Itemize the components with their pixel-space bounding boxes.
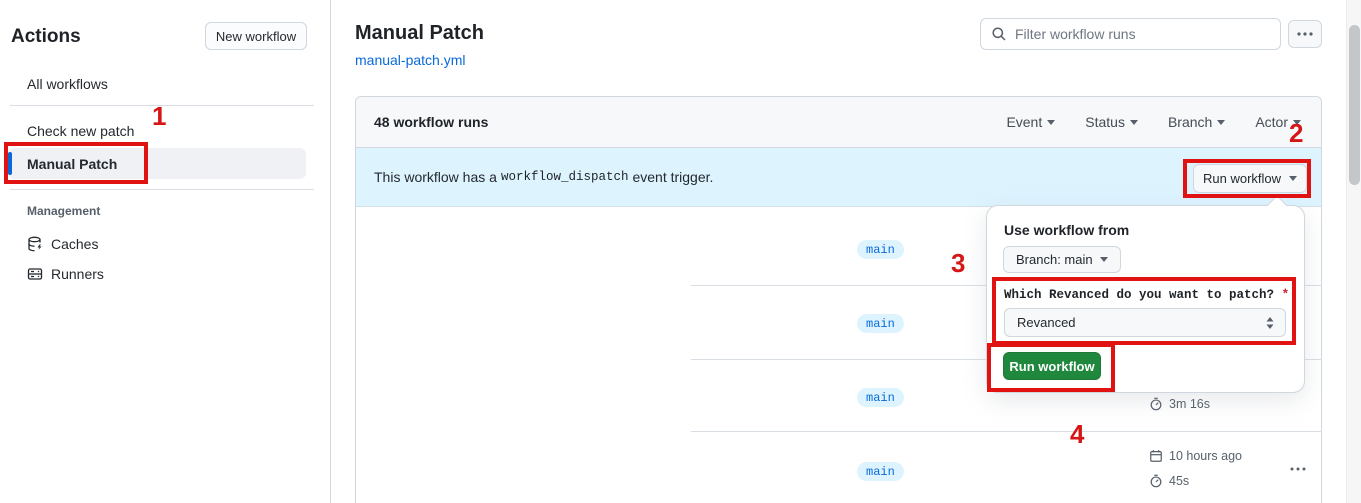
sidebar-divider [10, 105, 314, 106]
sidebar-item-runners[interactable]: Runners [8, 260, 306, 288]
sidebar-item-caches[interactable]: Caches [8, 230, 306, 258]
more-options-button[interactable] [1288, 20, 1322, 48]
annotation-step-2: 2 [1289, 118, 1304, 148]
sidebar-item-all-workflows[interactable]: All workflows [8, 70, 306, 98]
sidebar-border [330, 0, 331, 503]
filter-status[interactable]: Status [1085, 114, 1138, 130]
runs-count-label: 48 workflow runs [374, 114, 489, 130]
branch-badge[interactable]: main [857, 388, 904, 407]
banner-code-text: workflow_dispatch [500, 170, 629, 184]
caret-down-icon [1047, 119, 1056, 125]
up-down-chevron-icon [1266, 316, 1274, 329]
branch-select-button[interactable]: Branch: main [1003, 246, 1121, 273]
workflow-input-label: Which Revanced do you want to patch? * [1004, 288, 1290, 302]
run-workflow-dropdown-button[interactable]: Run workflow [1193, 164, 1307, 193]
sidebar-item-manual-patch[interactable]: Manual Patch [8, 148, 306, 179]
caret-down-icon [1217, 119, 1226, 125]
sidebar-item-label: Manual Patch [27, 155, 118, 172]
kebab-horizontal-icon [1290, 467, 1306, 471]
filter-branch[interactable]: Branch [1168, 114, 1226, 130]
workflow-dispatch-banner: This workflow has a workflow_dispatch ev… [356, 148, 1321, 207]
search-icon [992, 27, 1006, 41]
run-duration: 3m 16s [1149, 397, 1210, 411]
branch-badge[interactable]: main [857, 240, 904, 259]
vertical-scrollbar[interactable] [1346, 0, 1361, 503]
sidebar-item-check-new-patch[interactable]: Check new patch [8, 117, 306, 145]
stopwatch-icon [1150, 474, 1162, 488]
banner-text: This workflow has a [374, 169, 497, 185]
run-row-menu-button[interactable] [1281, 457, 1315, 481]
run-workflow-submit-button[interactable]: Run workflow [1003, 352, 1101, 380]
scrollbar-thumb[interactable] [1349, 25, 1360, 185]
annotation-step-3: 3 [951, 248, 966, 278]
filter-event[interactable]: Event [1006, 114, 1056, 130]
management-section-header: Management [27, 204, 101, 218]
filter-bar: Event Status Branch Actor [1006, 114, 1301, 130]
workflow-file-link[interactable]: manual-patch.yml [355, 52, 466, 68]
page-title: Manual Patch [355, 22, 484, 44]
caret-down-icon [1129, 119, 1138, 125]
selected-indicator-bar [8, 152, 12, 175]
sidebar-title: Actions [11, 26, 81, 47]
popup-title: Use workflow from [1004, 222, 1130, 238]
sidebar-item-label: All workflows [27, 76, 108, 92]
list-header: 48 workflow runs Event Status Branch Act… [356, 97, 1321, 148]
row-divider [691, 431, 1322, 432]
caret-down-icon [1099, 257, 1108, 262]
search-input[interactable] [1015, 26, 1280, 42]
server-icon [27, 268, 43, 280]
cache-database-icon [28, 236, 42, 252]
required-asterisk: * [1281, 288, 1290, 302]
actions-sidebar: Actions New workflow All workflows Check… [0, 0, 330, 503]
sidebar-item-label: Caches [51, 236, 99, 252]
caret-down-icon [1293, 119, 1301, 125]
caret-down-icon [1289, 176, 1298, 181]
sidebar-item-label: Check new patch [27, 123, 135, 139]
run-duration: 45s [1149, 474, 1189, 488]
filter-runs-searchbox[interactable] [980, 18, 1281, 50]
annotation-step-4: 4 [1070, 419, 1085, 449]
run-workflow-popup: Use workflow from Branch: main Which Rev… [986, 195, 1305, 393]
branch-badge[interactable]: main [857, 462, 904, 481]
run-timestamp: 10 hours ago [1149, 449, 1242, 463]
filter-actor[interactable]: Actor [1255, 114, 1301, 130]
annotation-step-1: 1 [152, 101, 167, 131]
revanced-select[interactable]: Revanced [1004, 308, 1286, 337]
stopwatch-icon [1150, 397, 1162, 411]
new-workflow-button[interactable]: New workflow [205, 22, 307, 50]
branch-badge[interactable]: main [857, 314, 904, 333]
calendar-icon [1150, 450, 1162, 462]
sidebar-divider [10, 189, 314, 190]
banner-text: event trigger. [632, 169, 714, 185]
sidebar-item-label: Runners [51, 266, 104, 282]
kebab-horizontal-icon [1297, 32, 1313, 36]
